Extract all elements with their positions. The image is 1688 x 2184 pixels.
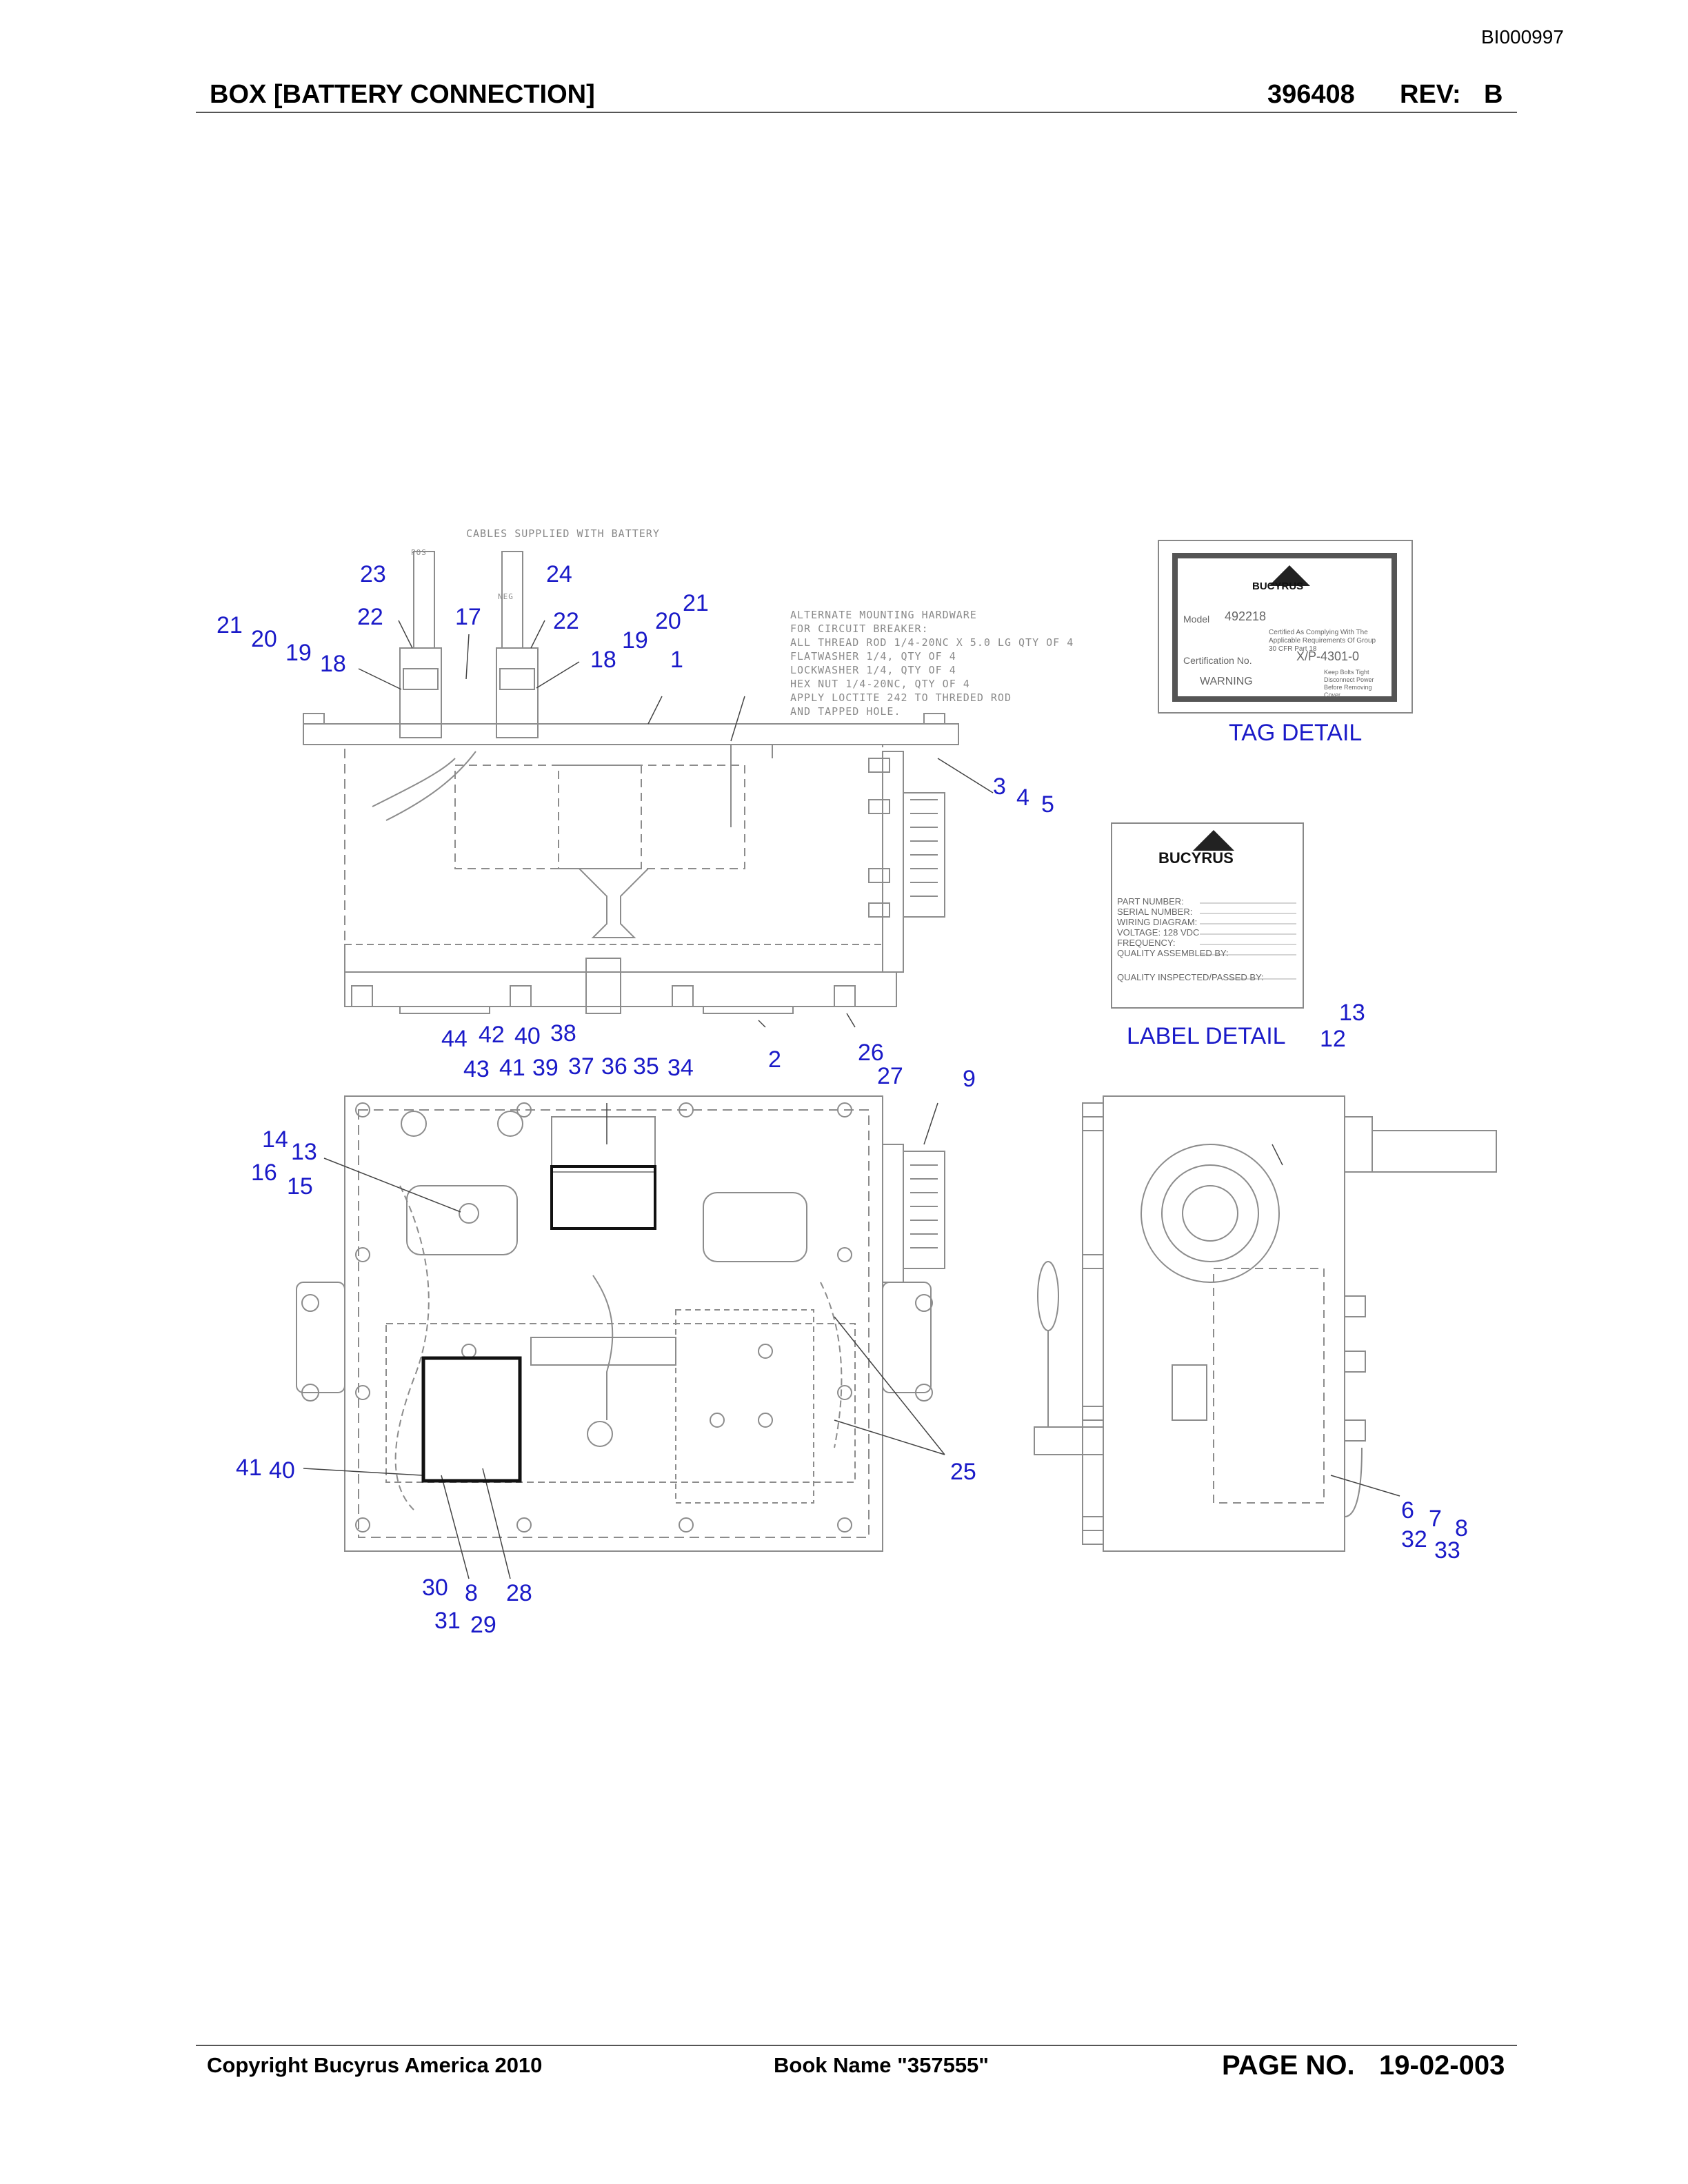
callout-26: 26 bbox=[858, 1040, 884, 1066]
header-rule bbox=[196, 112, 1517, 113]
document-id: BI000997 bbox=[1481, 26, 1564, 48]
callout-44: 44 bbox=[441, 1026, 468, 1052]
callout-18-right: 18 bbox=[590, 647, 616, 673]
tag-detail-title: TAG DETAIL bbox=[1229, 720, 1363, 746]
callout-18: 18 bbox=[320, 651, 346, 677]
label-field-voltage: VOLTAGE: 128 VDC bbox=[1117, 927, 1200, 938]
tag-warning-text: Keep Bolts Tight Disconnect Power Before… bbox=[1324, 669, 1374, 698]
tag-model-value: 492218 bbox=[1225, 609, 1267, 623]
callout-39: 39 bbox=[532, 1055, 559, 1081]
tag-warning: WARNING bbox=[1200, 676, 1253, 687]
callout-9: 9 bbox=[963, 1066, 976, 1092]
footer-page-number: 19-02-003 bbox=[1379, 2050, 1505, 2081]
tag-certification-label: Certification No. bbox=[1183, 655, 1252, 666]
callout-20-right: 20 bbox=[655, 608, 681, 634]
callout-13: 13 bbox=[291, 1139, 317, 1165]
callout-41: 41 bbox=[499, 1055, 525, 1081]
callout-24: 24 bbox=[546, 561, 572, 587]
side-view bbox=[1034, 1095, 1497, 1552]
leader-lines bbox=[303, 620, 1400, 1579]
label-field-wiring-diagram: WIRING DIAGRAM: bbox=[1117, 917, 1198, 927]
footer-book-name: Book Name "357555" bbox=[774, 2053, 989, 2077]
callout-27: 27 bbox=[877, 1063, 903, 1089]
callout-5: 5 bbox=[1041, 791, 1054, 818]
callout-8: 8 bbox=[465, 1580, 478, 1606]
label-detail-plate bbox=[1111, 822, 1304, 1009]
footer-rule bbox=[196, 2045, 1517, 2046]
callout-21: 21 bbox=[217, 612, 243, 638]
callout-3: 3 bbox=[993, 774, 1006, 800]
tag-model-label: Model bbox=[1183, 614, 1210, 625]
tag-certification-value: X/P-4301-0 bbox=[1296, 649, 1360, 663]
circuit-breaker-box bbox=[421, 1356, 522, 1483]
callout-21-right: 21 bbox=[683, 590, 709, 616]
callout-42: 42 bbox=[479, 1022, 505, 1048]
callout-23: 23 bbox=[360, 561, 386, 587]
callout-35: 35 bbox=[633, 1053, 659, 1080]
revision-label: REV: bbox=[1400, 80, 1461, 109]
callout-40-plan: 40 bbox=[269, 1457, 295, 1484]
page-title: BOX [BATTERY CONNECTION] bbox=[210, 80, 595, 109]
callout-2: 2 bbox=[768, 1046, 781, 1073]
callout-41-plan: 41 bbox=[236, 1455, 262, 1481]
callout-28: 28 bbox=[506, 1580, 532, 1606]
label-detail-title: LABEL DETAIL bbox=[1127, 1023, 1286, 1049]
label-field-frequency: FREQUENCY: bbox=[1117, 938, 1176, 948]
label-field-assembled-by: QUALITY ASSEMBLED BY: bbox=[1117, 948, 1229, 958]
callout-16: 16 bbox=[251, 1160, 277, 1186]
front-view bbox=[303, 551, 959, 1014]
tag-brand-logo: BUCYRUS bbox=[1252, 580, 1304, 592]
callout-25: 25 bbox=[950, 1459, 976, 1485]
cables-note: CABLES SUPPLIED WITH BATTERY bbox=[466, 527, 660, 540]
callout-1: 1 bbox=[670, 647, 683, 673]
tag-detail-plate bbox=[1158, 540, 1413, 714]
callout-33: 33 bbox=[1434, 1537, 1460, 1564]
plan-view bbox=[296, 1095, 945, 1552]
callout-7: 7 bbox=[1429, 1506, 1442, 1532]
callout-15: 15 bbox=[287, 1173, 313, 1200]
pos-label: POS bbox=[411, 548, 427, 557]
callout-34: 34 bbox=[667, 1055, 694, 1081]
callout-19: 19 bbox=[285, 640, 312, 666]
callout-37: 37 bbox=[568, 1053, 594, 1080]
footer-page-label: PAGE NO. bbox=[1222, 2050, 1355, 2081]
callout-38: 38 bbox=[550, 1020, 576, 1046]
callout-14: 14 bbox=[262, 1126, 288, 1153]
callout-8-side: 8 bbox=[1455, 1515, 1468, 1541]
callout-20: 20 bbox=[251, 626, 277, 652]
label-brand-logo: BUCYRUS bbox=[1158, 849, 1234, 867]
label-field-part-number: PART NUMBER: bbox=[1117, 896, 1184, 907]
callout-12: 12 bbox=[1320, 1026, 1346, 1052]
callout-13-label: 13 bbox=[1339, 1000, 1365, 1026]
callout-36: 36 bbox=[601, 1053, 627, 1080]
callout-40: 40 bbox=[514, 1023, 541, 1049]
label-field-serial-number: SERIAL NUMBER: bbox=[1117, 907, 1193, 917]
label-field-inspected-by: QUALITY INSPECTED/PASSED BY: bbox=[1117, 972, 1264, 982]
callout-17: 17 bbox=[455, 604, 481, 630]
footer-copyright: Copyright Bucyrus America 2010 bbox=[207, 2053, 543, 2077]
callout-32: 32 bbox=[1401, 1526, 1427, 1553]
callout-31: 31 bbox=[434, 1608, 461, 1634]
part-number: 396408 bbox=[1267, 80, 1355, 109]
tag-plate-plan bbox=[550, 1165, 656, 1230]
alternate-hardware-note: ALTERNATE MOUNTING HARDWARE FOR CIRCUIT … bbox=[790, 609, 1074, 718]
tag-certified-text: Certified As Complying With The Applicab… bbox=[1269, 629, 1376, 653]
callout-4: 4 bbox=[1016, 785, 1029, 811]
revision-value: B bbox=[1484, 80, 1503, 109]
callout-30: 30 bbox=[422, 1575, 448, 1601]
callout-22-right: 22 bbox=[553, 608, 579, 634]
neg-label: NEG bbox=[498, 592, 514, 601]
callout-22: 22 bbox=[357, 604, 383, 630]
callout-29: 29 bbox=[470, 1612, 496, 1638]
callout-19-right: 19 bbox=[622, 627, 648, 654]
callout-43: 43 bbox=[463, 1056, 490, 1082]
callout-6: 6 bbox=[1401, 1497, 1414, 1524]
